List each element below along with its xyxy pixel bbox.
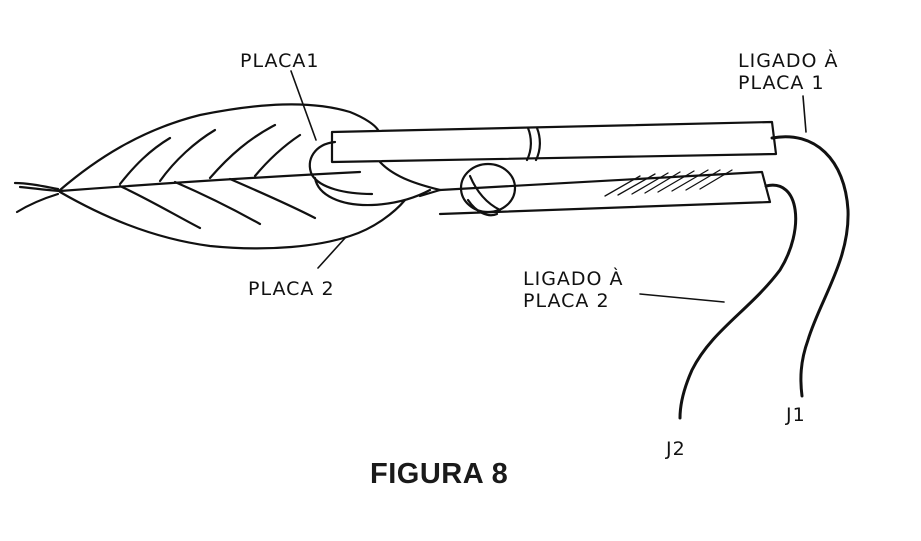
label-ligado-placa2-line1: LIGADO À	[523, 268, 624, 290]
label-ligado-placa1-line2: PLACA 1	[738, 72, 825, 94]
label-j1: J1	[786, 404, 806, 426]
figure-caption: FIGURA 8	[370, 458, 509, 490]
leader-ligado-placa2	[639, 293, 725, 303]
label-ligado-placa1: LIGADO À PLACA 1	[738, 50, 839, 94]
spring	[459, 162, 517, 217]
leader-ligado-placa1	[802, 95, 807, 133]
leader-placa2	[317, 236, 347, 269]
plate-2	[313, 176, 432, 207]
plate-1	[308, 140, 374, 196]
wire-j1	[770, 135, 850, 398]
label-placa1: PLACA1	[240, 50, 320, 72]
wire-j2	[678, 183, 798, 420]
label-placa2: PLACA 2	[248, 278, 335, 300]
jaw-shading	[604, 169, 733, 197]
label-ligado-placa1-line1: LIGADO À	[738, 50, 839, 72]
clothespin-upper-arm	[330, 120, 778, 192]
label-j2: J2	[666, 438, 686, 460]
label-ligado-placa2: LIGADO À PLACA 2	[523, 268, 624, 312]
leaf	[13, 103, 407, 250]
label-ligado-placa2-line2: PLACA 2	[523, 290, 610, 312]
leader-placa1	[290, 70, 317, 141]
